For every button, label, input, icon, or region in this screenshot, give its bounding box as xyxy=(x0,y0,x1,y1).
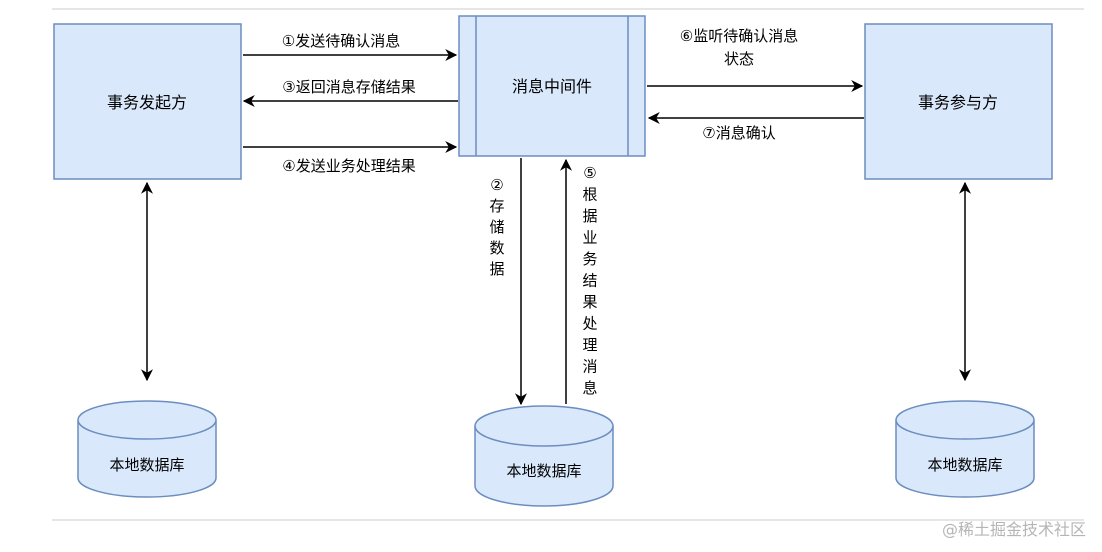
label-send-business-result: ④发送业务处理结果 xyxy=(282,157,415,175)
participant-label: 事务参与方 xyxy=(918,93,998,112)
label-listen-pending-line2: 状态 xyxy=(724,50,754,68)
db-right-label: 本地数据库 xyxy=(927,456,1002,474)
participant-node: 事务参与方 xyxy=(864,23,1053,180)
label-confirm-message: ⑦消息确认 xyxy=(702,124,775,142)
db-left-label: 本地数据库 xyxy=(109,456,184,474)
db-middle: 本地数据库 xyxy=(474,405,614,507)
watermark: @稀土掘金技术社区 xyxy=(941,520,1086,539)
db-right: 本地数据库 xyxy=(895,400,1035,498)
db-middle-label: 本地数据库 xyxy=(506,462,581,480)
initiator-label: 事务发起方 xyxy=(107,93,187,112)
db-left: 本地数据库 xyxy=(77,400,217,498)
middleware-node: 消息中间件 xyxy=(458,15,646,157)
initiator-node: 事务发起方 xyxy=(53,23,242,180)
label-listen-pending-line1: ⑥监听待确认消息 xyxy=(680,27,798,45)
middleware-label: 消息中间件 xyxy=(512,77,592,96)
label-return-store-result: ③返回消息存储结果 xyxy=(282,78,415,96)
label-send-pending: ①发送待确认消息 xyxy=(282,32,400,50)
